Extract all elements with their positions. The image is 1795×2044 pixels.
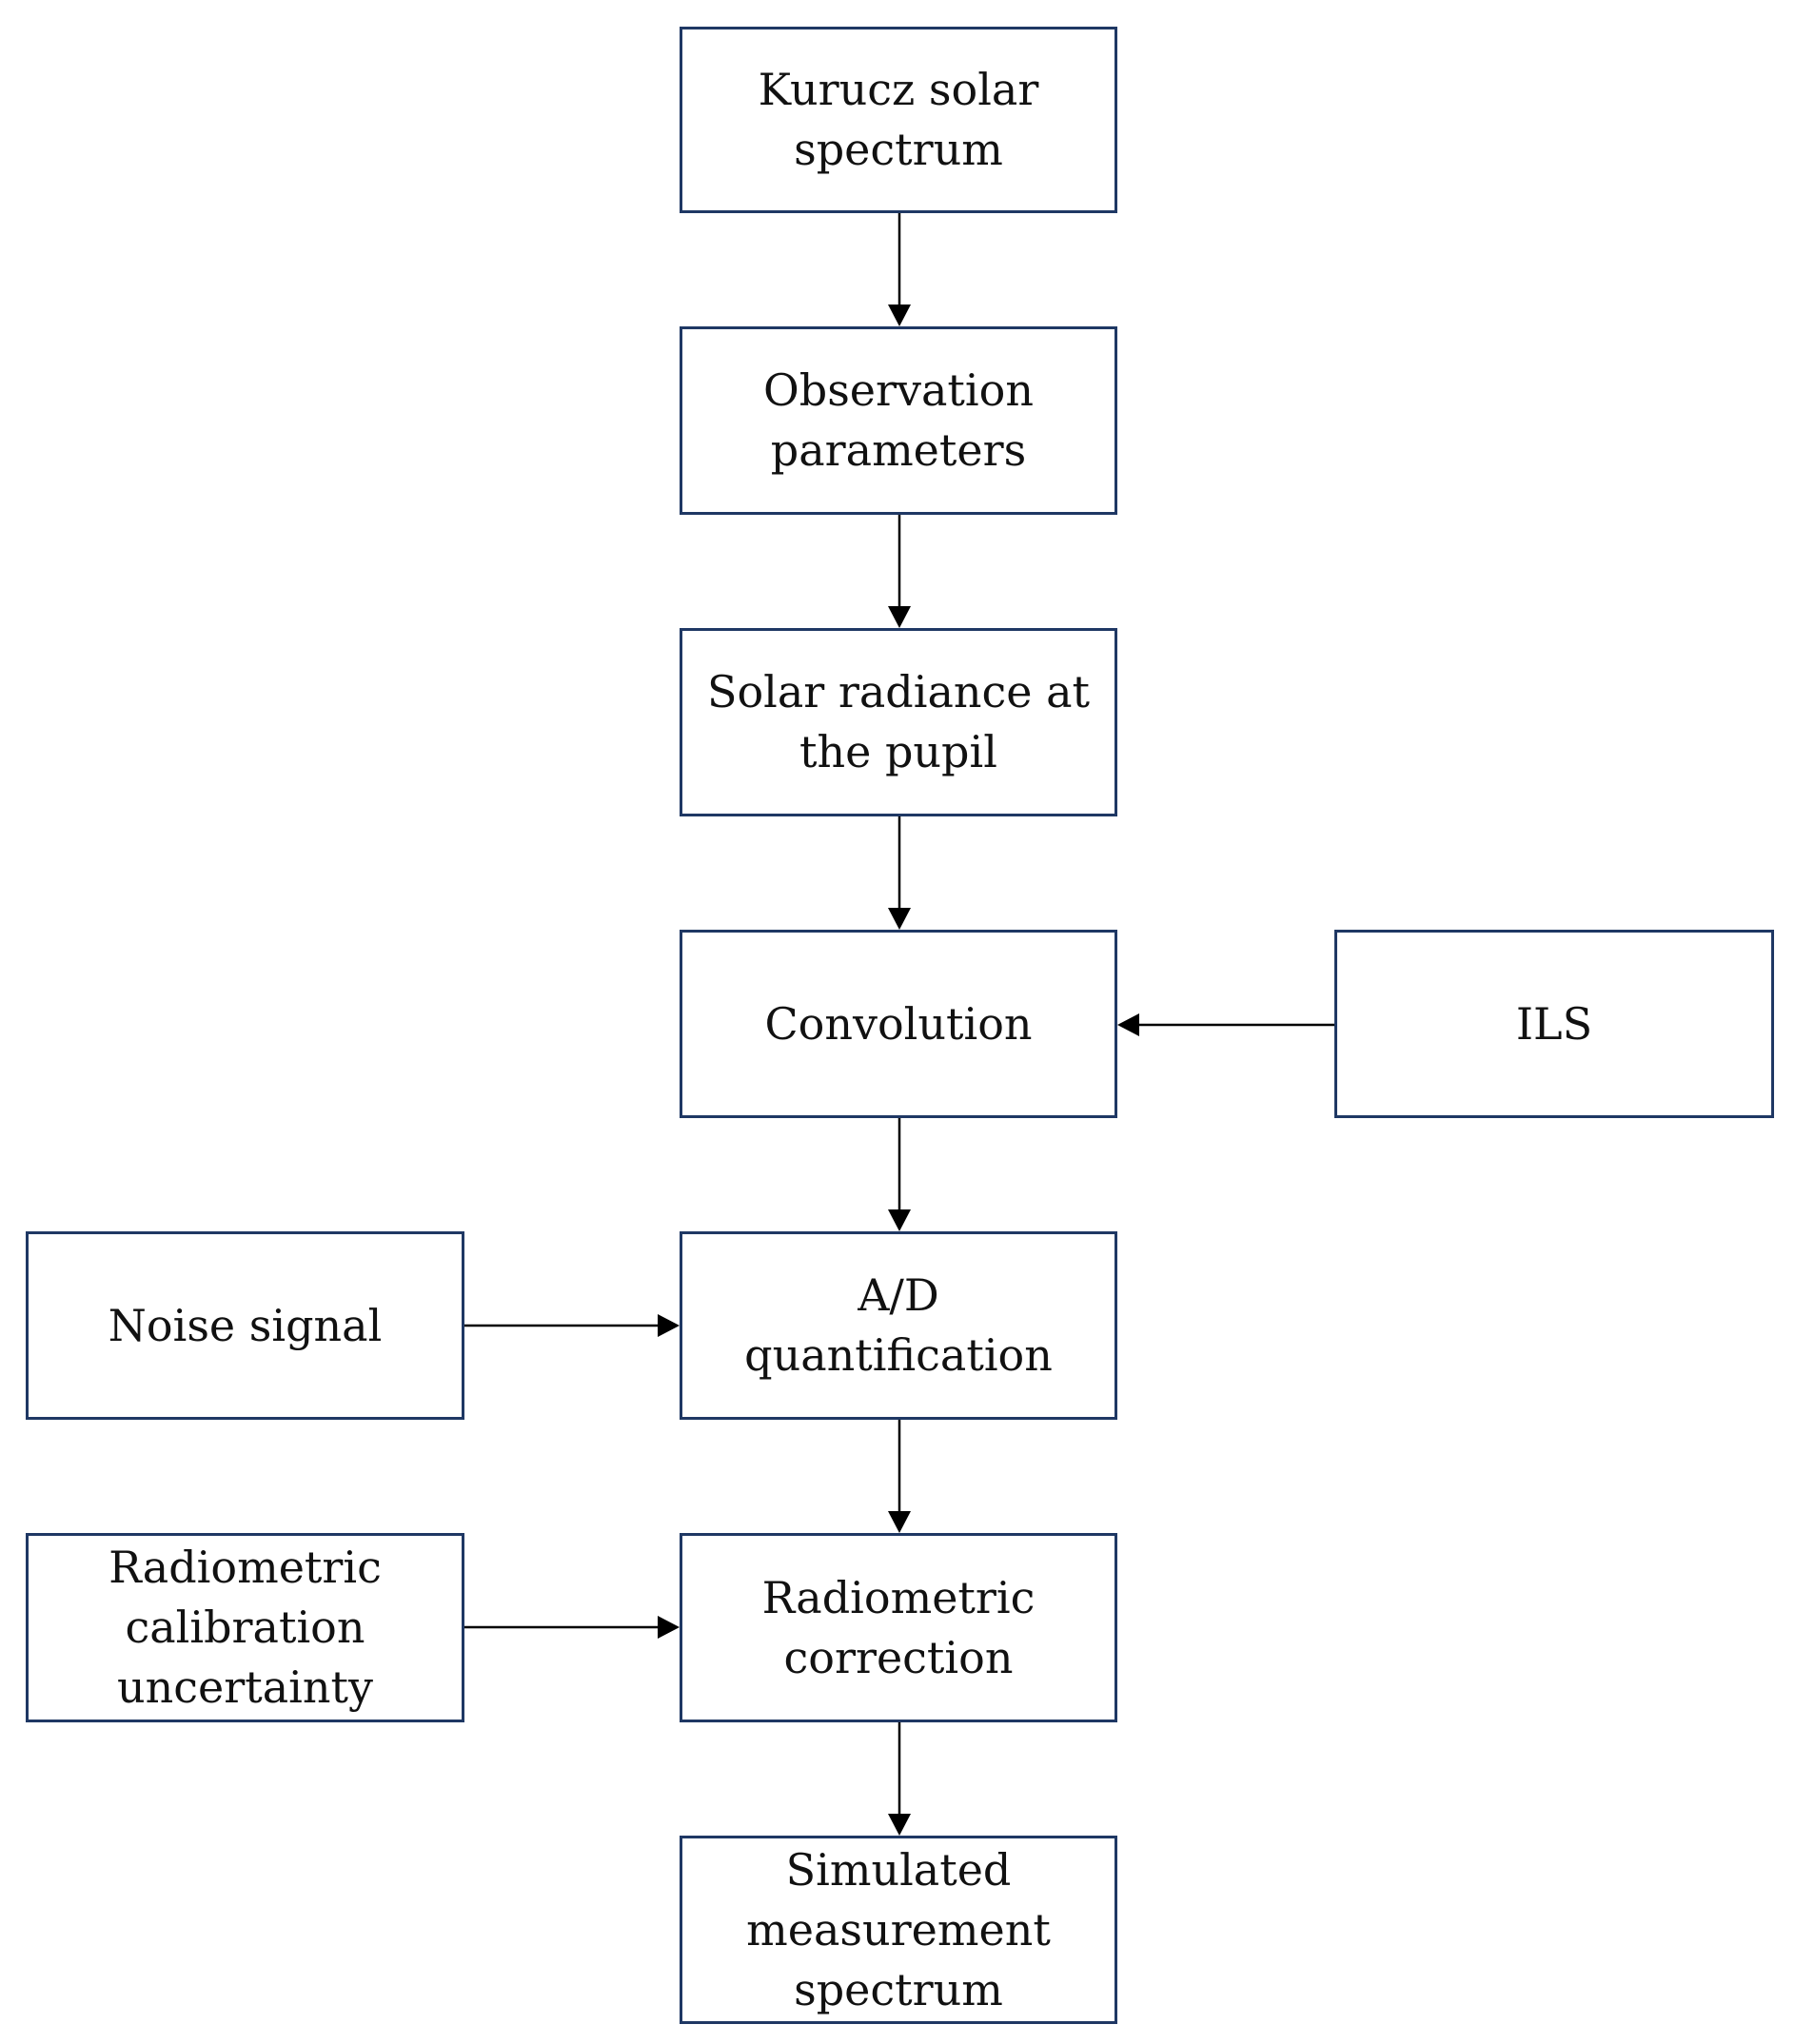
node-ad-quantification: A/D quantification (680, 1231, 1117, 1420)
label-line: Noise signal (108, 1299, 383, 1351)
label-line: calibration (125, 1602, 365, 1653)
arrow-calibration-to-radiometric-correction (464, 1616, 680, 1639)
label-line: uncertainty (117, 1661, 373, 1713)
label-line: Observation (763, 364, 1034, 416)
node-radiometric-calibration-uncertainty: Radiometric calibration uncertainty (26, 1533, 464, 1722)
node-label: Radiometric correction (762, 1568, 1036, 1688)
node-noise-signal: Noise signal (26, 1231, 464, 1420)
node-label: Convolution (764, 994, 1032, 1054)
node-label: Solar radiance at the pupil (707, 662, 1090, 782)
label-line: parameters (770, 424, 1027, 476)
label-line: Kurucz solar (758, 64, 1039, 115)
arrow-noise-to-ad (464, 1314, 680, 1337)
label-line: correction (783, 1631, 1014, 1683)
label-line: A/D (858, 1269, 939, 1321)
node-observation-parameters: Observation parameters (680, 326, 1117, 515)
label-line: spectrum (794, 124, 1003, 175)
label-line: Radiometric (108, 1542, 382, 1593)
label-line: Radiometric (761, 1571, 1036, 1623)
node-label: Radiometric calibration uncertainty (108, 1538, 382, 1718)
label-line: Solar radiance at (706, 666, 1091, 717)
label-line: ILS (1515, 997, 1593, 1050)
label-line: Convolution (764, 997, 1033, 1050)
node-label: Kurucz solar spectrum (759, 60, 1039, 180)
label-line: measurement (746, 1903, 1051, 1956)
label-line: Simulated (785, 1843, 1012, 1896)
node-label: Noise signal (108, 1296, 383, 1356)
node-kurucz-solar-spectrum: Kurucz solar spectrum (680, 27, 1117, 213)
node-label: Observation parameters (763, 361, 1034, 481)
arrow-kurucz-to-observation (888, 213, 911, 326)
node-solar-radiance: Solar radiance at the pupil (680, 628, 1117, 816)
node-label: ILS (1516, 994, 1592, 1054)
arrow-ils-to-convolution (1117, 1013, 1334, 1036)
arrow-ad-to-radiometric-correction (888, 1420, 911, 1533)
node-convolution: Convolution (680, 930, 1117, 1118)
node-label: Simulated measurement spectrum (746, 1840, 1051, 2020)
node-radiometric-correction: Radiometric correction (680, 1533, 1117, 1722)
arrow-convolution-to-ad (888, 1118, 911, 1231)
label-line: spectrum (794, 1963, 1003, 2015)
arrow-radiometric-correction-to-simulated (888, 1722, 911, 1836)
node-simulated-measurement-spectrum: Simulated measurement spectrum (680, 1836, 1117, 2024)
arrow-observation-to-solar-radiance (888, 515, 911, 628)
node-ils: ILS (1334, 930, 1774, 1118)
arrow-solar-radiance-to-convolution (888, 816, 911, 930)
label-line: the pupil (799, 726, 997, 777)
node-label: A/D quantification (744, 1266, 1053, 1386)
label-line: quantification (744, 1329, 1053, 1381)
